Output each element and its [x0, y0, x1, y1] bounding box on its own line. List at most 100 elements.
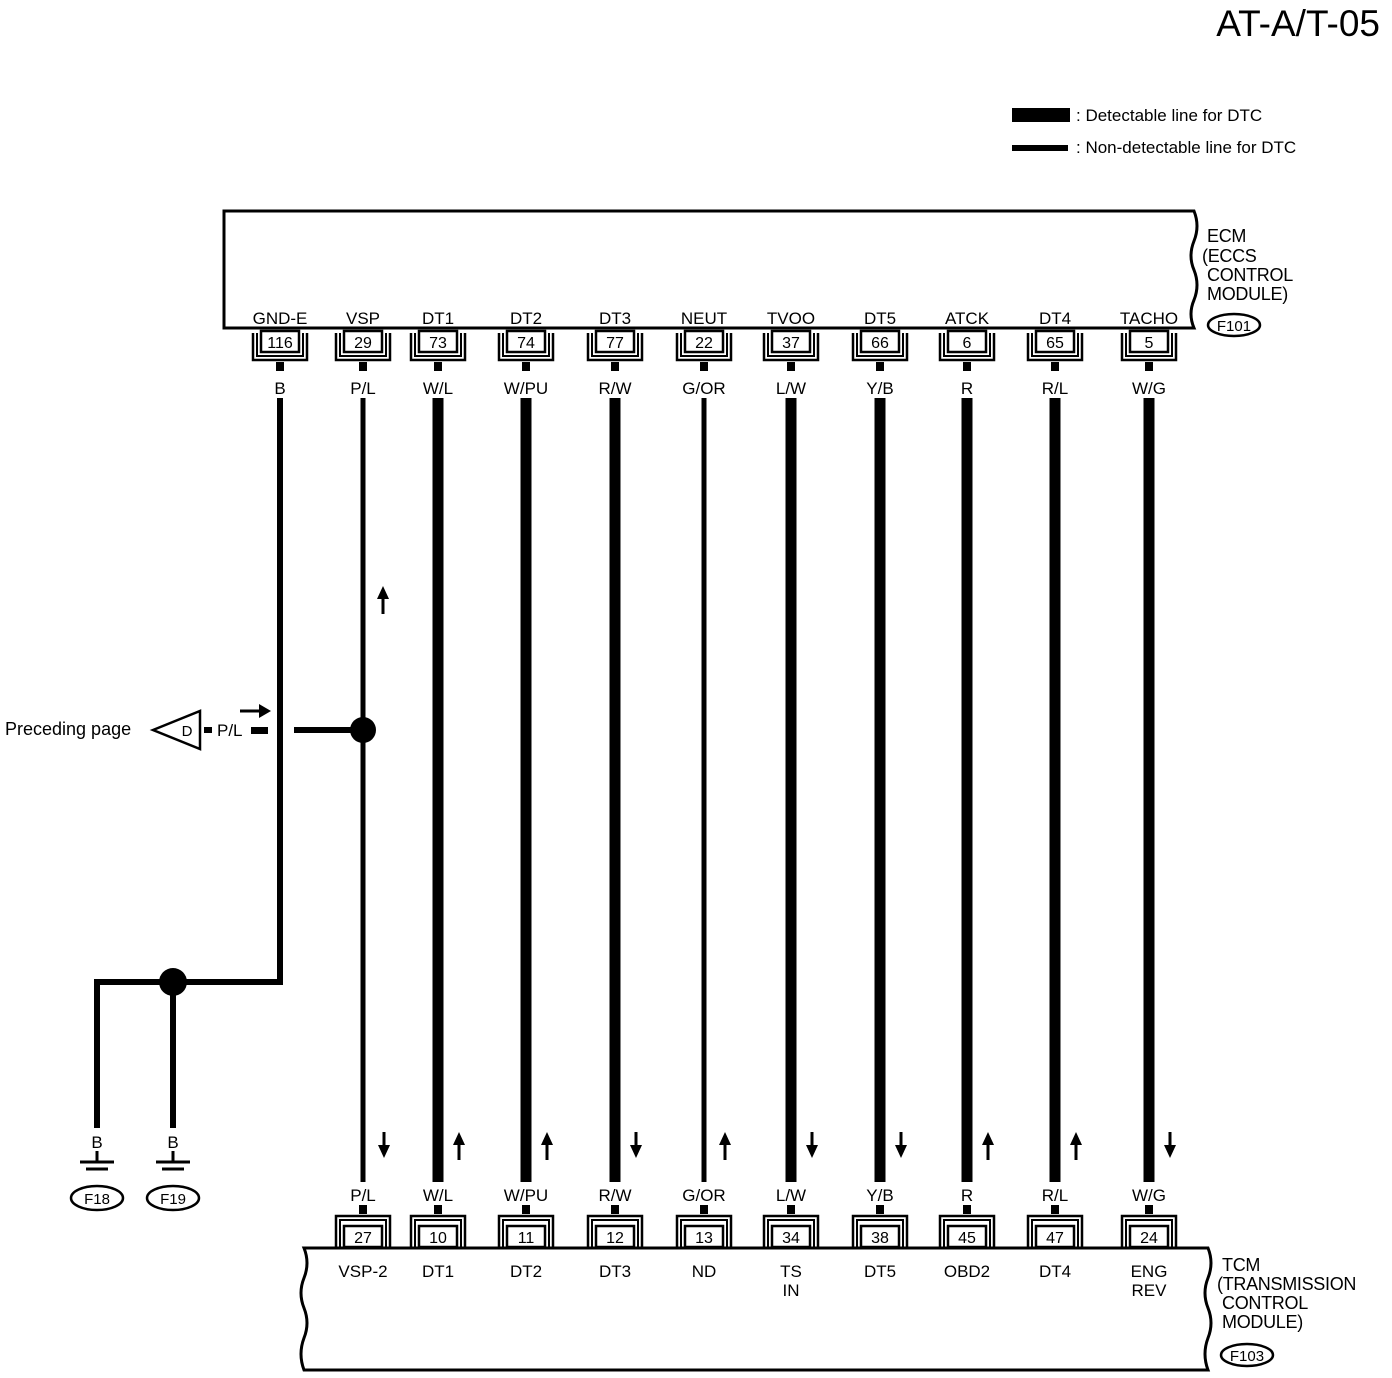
- connector-tag-oval: [145, 1184, 201, 1212]
- tcm-pin-number: 27: [354, 1230, 372, 1247]
- pin-number-box: [683, 329, 725, 354]
- ecm-wire-color: W/PU: [504, 379, 548, 398]
- connector-housing-outer: [1026, 333, 1084, 362]
- pin-number-box: [1034, 329, 1076, 354]
- ground-wire: [94, 398, 283, 1128]
- arrow-head: [1164, 1145, 1176, 1158]
- pin-number-box: [1128, 329, 1170, 354]
- arrow-head: [630, 1145, 642, 1158]
- connector-housing-outer: [938, 333, 996, 362]
- ecm-pin-label: DT1: [422, 309, 454, 328]
- arrow-down-icon: [630, 1132, 642, 1158]
- wire-stub: [1145, 1205, 1153, 1214]
- connector-housing-outer: [1120, 1214, 1178, 1247]
- tcm-wire-color: W/PU: [504, 1186, 548, 1205]
- connector-housing-outer: [675, 333, 733, 362]
- wire-stub: [876, 362, 884, 371]
- ground-connector-tag: F19: [160, 1191, 186, 1208]
- wire-stub: [876, 1205, 884, 1214]
- tcm-wire-color: R/L: [1042, 1186, 1068, 1205]
- tcm-pin-number: 38: [871, 1230, 889, 1247]
- connector-housing-inner: [1031, 1219, 1079, 1247]
- connector-housing-inner: [1031, 333, 1079, 357]
- wire-stub: [787, 1205, 795, 1214]
- connector-tag-label: F101: [1217, 318, 1251, 335]
- ecm-name-line: (ECCS: [1202, 246, 1257, 266]
- arrow-down-icon: [1164, 1132, 1176, 1158]
- ecm-pin-label: GND-E: [253, 309, 308, 328]
- pin-number-box: [505, 329, 547, 354]
- pin-number-box: [683, 1224, 725, 1249]
- tcm-pin-label: VSP-2: [338, 1262, 387, 1281]
- connector-housing-inner: [591, 333, 639, 357]
- wire-stub: [522, 1205, 530, 1214]
- tcm-pin-label: IN: [783, 1281, 800, 1300]
- ecm-pin-label: DT3: [599, 309, 631, 328]
- page-title: AT-A/T-05: [1216, 3, 1380, 44]
- tcm-name-line: (TRANSMISSION: [1217, 1274, 1356, 1294]
- tcm-name-line: MODULE): [1222, 1312, 1303, 1332]
- arrow-head: [895, 1145, 907, 1158]
- ecm-pin-label: VSP: [346, 309, 380, 328]
- tcm-name-line: TCM: [1222, 1255, 1260, 1275]
- arrow-up-icon: [719, 1132, 731, 1160]
- wire-stub: [276, 362, 284, 371]
- ecm-name-line: CONTROL: [1207, 265, 1293, 285]
- ecm-pin-number: 73: [429, 335, 447, 352]
- preceding-page-link: Preceding page D P/L: [5, 704, 363, 751]
- off-page-connector-label: D: [182, 723, 193, 740]
- connector-housing-outer: [1120, 333, 1178, 362]
- ecm-wire-color: Y/B: [866, 379, 893, 398]
- off-page-connector-icon: [149, 709, 202, 751]
- arrow-up-icon: [541, 1132, 553, 1160]
- connector-housing-inner: [591, 1219, 639, 1247]
- wire-stub: [787, 362, 795, 371]
- ecm-pin-number: 66: [871, 335, 889, 352]
- pin-number-box: [1034, 1224, 1076, 1249]
- arrow-head: [453, 1132, 465, 1145]
- ecm-pin-number: 37: [782, 335, 800, 352]
- pin-number-box: [342, 1224, 384, 1249]
- ecm-name: ECM (ECCS CONTROL MODULE): [1202, 226, 1293, 304]
- wire-stub: [1051, 1205, 1059, 1214]
- tcm-connector-tag: F103: [1219, 1342, 1275, 1368]
- ecm-pin-label: TVOO: [767, 309, 815, 328]
- ecm-pin-number: 6: [963, 335, 972, 352]
- connector-housing-outer: [497, 1214, 555, 1247]
- connector-housing-inner: [856, 333, 904, 357]
- tcm-pin-number: 47: [1046, 1230, 1064, 1247]
- ecm-wire-color: P/L: [350, 379, 376, 398]
- arrow-head: [719, 1132, 731, 1145]
- tcm-pin-label: DT5: [864, 1262, 896, 1281]
- tcm-pin-number: 45: [958, 1230, 976, 1247]
- wire-stub: [251, 727, 268, 734]
- ground-wire-color: B: [91, 1133, 102, 1152]
- connector-housing-inner: [1125, 1219, 1173, 1247]
- pin-number-box: [505, 1224, 547, 1249]
- tcm-wire-color: W/G: [1132, 1186, 1166, 1205]
- ecm-wire-color: R: [961, 379, 973, 398]
- ecm-pin-label: DT4: [1039, 309, 1071, 328]
- tcm-pin-number: 34: [782, 1230, 800, 1247]
- tcm-pin-label: OBD2: [944, 1262, 990, 1281]
- ecm-name-line: ECM: [1207, 226, 1246, 246]
- connector-housing-outer: [334, 333, 392, 362]
- connector-housing-outer: [851, 1214, 909, 1247]
- ecm-wire-color: R/L: [1042, 379, 1068, 398]
- arrow-up-icon: [982, 1132, 994, 1160]
- legend-non-detectable-label: : Non-detectable line for DTC: [1076, 138, 1296, 157]
- ecm-pin-label: ATCK: [945, 309, 990, 328]
- ecm-pin-number: 22: [695, 335, 713, 352]
- arrow-right-icon: [240, 704, 271, 718]
